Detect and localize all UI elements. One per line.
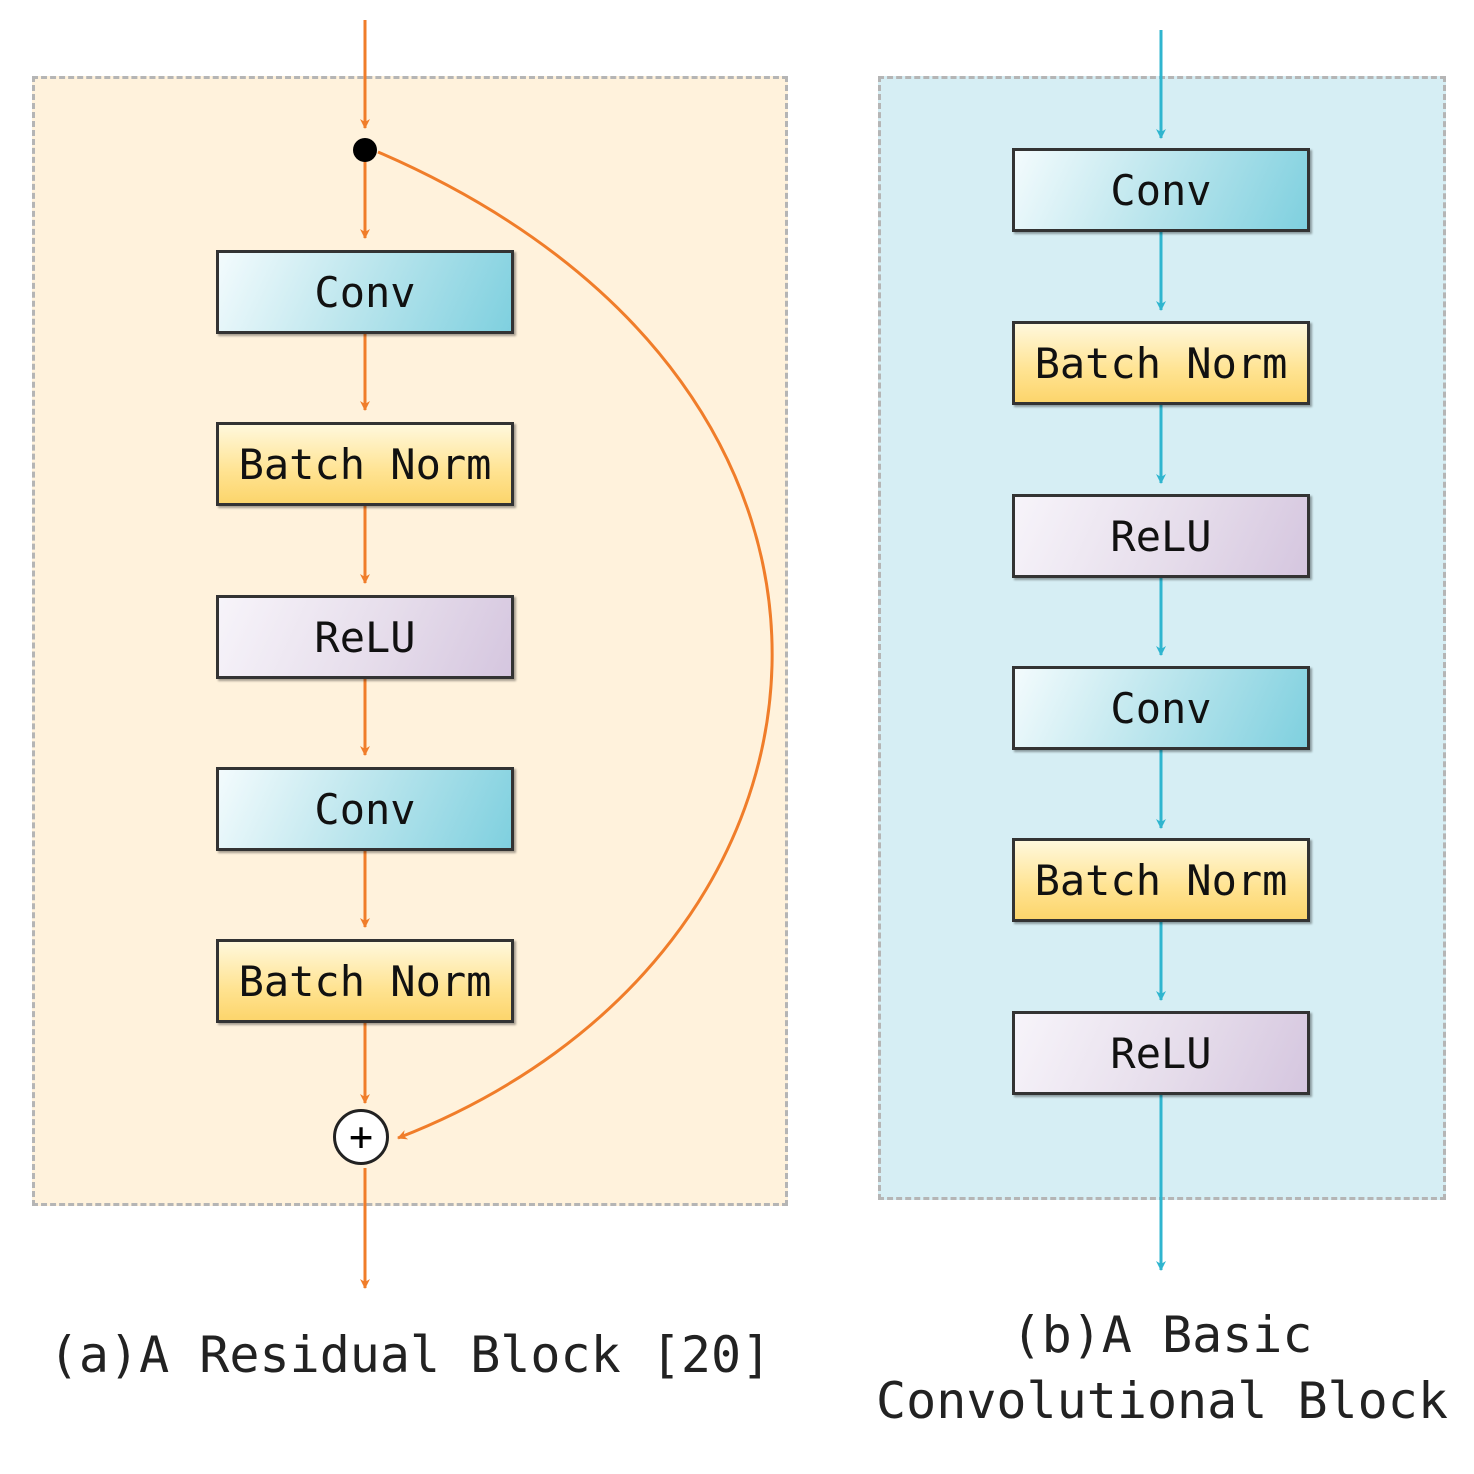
batch-norm-layer: Batch Norm — [1012, 321, 1310, 405]
relu-layer: ReLU — [1012, 1011, 1310, 1095]
conv-layer: Conv — [216, 250, 514, 334]
plus-icon: + — [348, 1114, 374, 1160]
conv-layer: Conv — [1012, 666, 1310, 750]
batch-norm-layer: Batch Norm — [216, 422, 514, 506]
batch-norm-layer: Batch Norm — [1012, 838, 1310, 922]
residual-block-caption: (a)A Residual Block [20] — [48, 1326, 772, 1384]
basic-block-caption: (b)A Basic Convolutional Block — [850, 1302, 1474, 1434]
conv-layer: Conv — [1012, 148, 1310, 232]
relu-layer: ReLU — [216, 595, 514, 679]
basic-block-caption-line1: (b)A Basic — [1011, 1306, 1313, 1364]
batch-norm-layer: Batch Norm — [216, 939, 514, 1023]
relu-layer: ReLU — [1012, 494, 1310, 578]
sum-node: + — [333, 1109, 389, 1165]
conv-layer: Conv — [216, 767, 514, 851]
basic-block-caption-line2: Convolutional Block — [876, 1372, 1448, 1430]
skip-connection — [377, 150, 774, 1140]
branch-point — [353, 138, 377, 162]
